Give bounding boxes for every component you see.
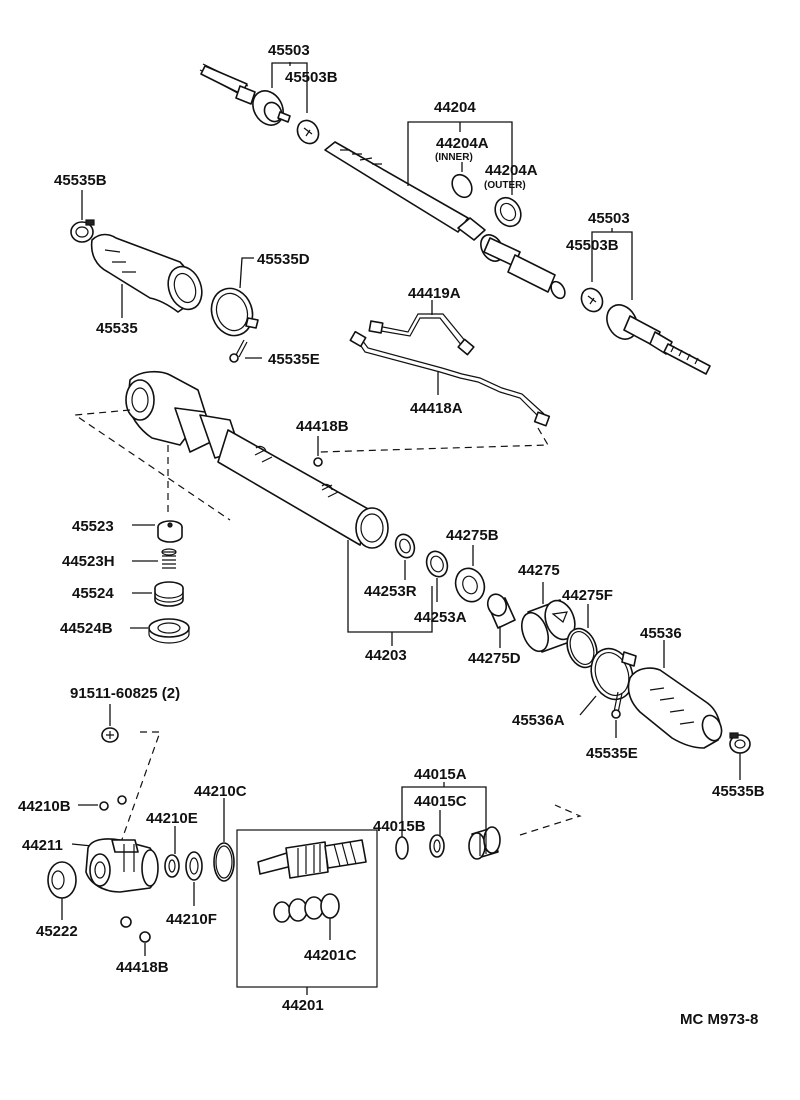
screw-45535E-top: [229, 339, 248, 363]
bolt-91511: [101, 727, 119, 743]
rack-housing-44203: [125, 370, 389, 549]
label-45503-right: 45503: [588, 210, 630, 227]
screw-45535E-mid: [611, 691, 623, 719]
label-44211: 44211: [22, 837, 63, 854]
label-44524B: 44524B: [60, 620, 113, 637]
label-44015B: 44015B: [373, 818, 426, 835]
label-44418B-top: 44418B: [296, 418, 349, 435]
label-44275B: 44275B: [446, 527, 499, 544]
label-44210F: 44210F: [166, 911, 217, 928]
label-44275F: 44275F: [562, 587, 613, 604]
label-45503-top: 45503: [268, 42, 310, 59]
nut-44524B: [148, 618, 190, 644]
pinion-shaft: [257, 839, 367, 879]
tube-44418A: [349, 330, 551, 427]
seal-44015C: [429, 834, 445, 858]
tie-rod-right: [606, 304, 711, 375]
bushing-44275B: [454, 567, 486, 603]
label-44253R: 44253R: [364, 583, 417, 600]
label-44275D: 44275D: [468, 650, 521, 667]
o-ring-44015B: [395, 836, 409, 860]
label-45535: 45535: [96, 320, 138, 337]
seal-44253R: [394, 533, 416, 559]
label-45536: 45536: [640, 625, 682, 642]
spring-44523H: [161, 548, 177, 569]
clamp-45535B-bottom: [729, 732, 751, 754]
washer-45503B-left: [296, 119, 320, 145]
clamp-45535B-top: [70, 219, 95, 243]
seal-44253A: [425, 550, 449, 578]
label-44275: 44275: [518, 562, 560, 579]
plug-44418B-top: [313, 457, 323, 467]
o-ring-44204A-inner: [451, 173, 473, 199]
label-44253A: 44253A: [414, 609, 467, 626]
tube-44419A: [368, 313, 475, 356]
washer-45503B-right: [580, 287, 604, 313]
label-44204: 44204: [434, 99, 476, 116]
valve-housing-44211: [85, 838, 159, 893]
seal-44210E: [164, 854, 180, 878]
label-44210E: 44210E: [146, 810, 198, 827]
plug-44210B: [99, 795, 127, 811]
label-44203: 44203: [365, 647, 407, 664]
bushing-44275: [521, 599, 576, 653]
label-45523: 45523: [72, 518, 114, 535]
label-45535D: 45535D: [257, 251, 310, 268]
label-44210C: 44210C: [194, 783, 247, 800]
o-ring-44275F: [566, 627, 598, 669]
label-44418B-bottom: 44418B: [116, 959, 169, 976]
boot-45536: [627, 667, 723, 749]
seal-rings-44201C: [273, 893, 340, 923]
label-91511: 91511-60825 (2): [70, 685, 180, 702]
label-45535B-top: 45535B: [54, 172, 107, 189]
rack-bar: [324, 141, 566, 300]
label-45524: 45524: [72, 585, 114, 602]
label-44015A: 44015A: [414, 766, 467, 783]
label-45535E-mid: 45535E: [586, 745, 638, 762]
plug-44418B-bottom: [120, 916, 151, 943]
o-ring-44210C: [213, 842, 235, 882]
tie-rod-left: [199, 63, 291, 126]
label-44418A: 44418A: [410, 400, 463, 417]
boot-45535: [90, 233, 203, 313]
label-45535E-top: 45535E: [268, 351, 320, 368]
seal-45222: [47, 861, 77, 899]
label-44419A: 44419A: [408, 285, 461, 302]
label-outer: (OUTER): [484, 180, 526, 191]
label-45503B-top: 45503B: [285, 69, 338, 86]
label-inner: (INNER): [435, 152, 473, 163]
label-44204A-outer: 44204A: [485, 162, 538, 179]
plug-45523: [157, 520, 183, 543]
bearing-44210F: [185, 851, 203, 881]
label-44201C: 44201C: [304, 947, 357, 964]
label-44015C: 44015C: [414, 793, 467, 810]
leader-44203: [347, 540, 433, 633]
label-45222: 45222: [36, 923, 78, 940]
reference-code: MC M973-8: [680, 1011, 758, 1028]
label-45536A: 45536A: [512, 712, 565, 729]
bushing-44204A-outer: [494, 196, 522, 228]
label-44523H: 44523H: [62, 553, 115, 570]
label-44204A-inner: 44204A: [436, 135, 489, 152]
label-44201: 44201: [282, 997, 324, 1014]
sleeve-44275D: [486, 593, 516, 629]
label-44210B: 44210B: [18, 798, 71, 815]
cap-44015: [468, 826, 501, 860]
guide-45524: [154, 581, 184, 607]
clamp-45535D: [210, 287, 259, 337]
label-45535B-bottom: 45535B: [712, 783, 765, 800]
